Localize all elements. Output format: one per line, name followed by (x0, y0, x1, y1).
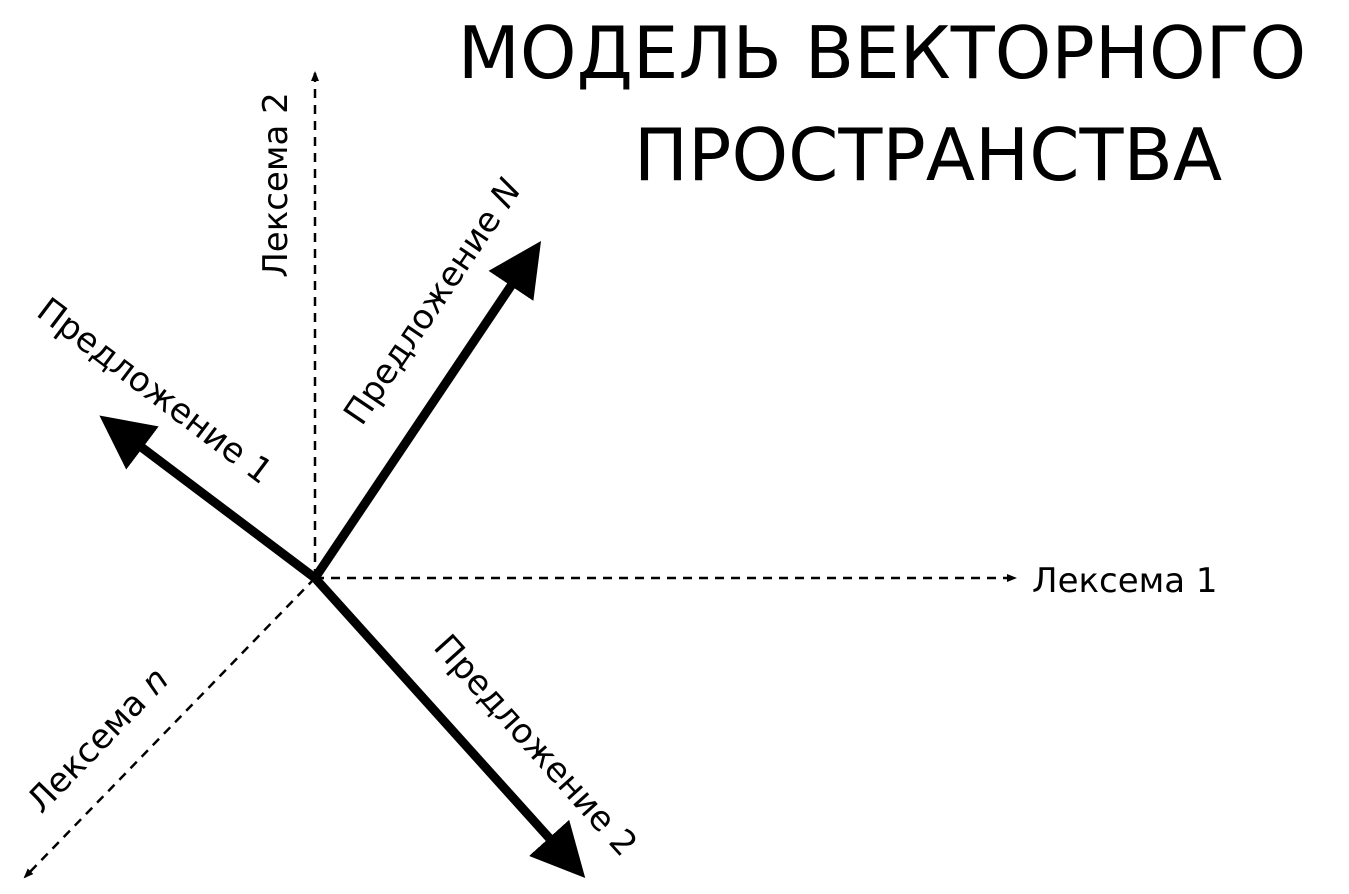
label-lexeme-1: Лексема 1 (1032, 561, 1218, 601)
vector-sentence-2 (311, 574, 586, 879)
axis-lexeme-n (23, 577, 316, 879)
vector-sentence-n (311, 241, 542, 581)
diagram-title-line-1: МОДЕЛЬ ВЕКТОРНОГО (458, 11, 1306, 95)
label-lexeme-2: Лексема 2 (256, 92, 296, 278)
label-lexeme-n: Лексема n (19, 660, 177, 821)
label-lexeme-1-text: Лексема 1 (1032, 561, 1218, 601)
diagram-title-line-2: ПРОСТРАНСТВА (634, 113, 1222, 197)
vector-sentence-1 (99, 415, 318, 582)
label-lexeme-2-text: Лексема 2 (256, 92, 296, 278)
label-lexeme-n-text: Лексема (19, 675, 162, 821)
